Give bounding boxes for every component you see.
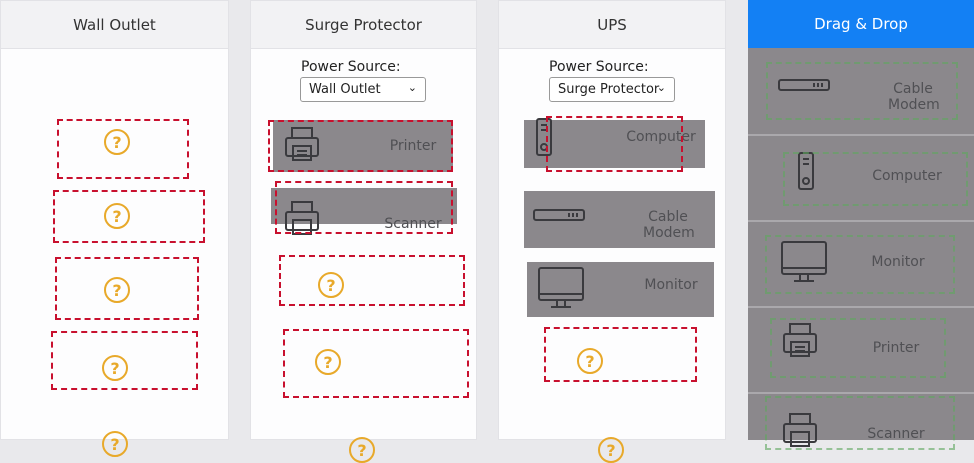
question-icon: ?	[598, 437, 624, 463]
separator	[748, 134, 974, 136]
drop-zone[interactable]	[283, 329, 469, 398]
column-header: Surge Protector	[251, 1, 476, 49]
computer-icon	[798, 152, 814, 190]
question-icon: ?	[104, 129, 130, 155]
drop-zone[interactable]	[268, 120, 453, 172]
drop-target	[783, 152, 968, 206]
power-source-select[interactable]: Wall Outlet ⌄	[300, 77, 426, 102]
question-icon: ?	[577, 348, 603, 374]
question-icon: ?	[104, 277, 130, 303]
scanner-icon	[285, 201, 319, 235]
printer-icon	[783, 323, 817, 357]
drop-zone[interactable]	[544, 327, 697, 382]
chevron-down-icon: ⌄	[656, 81, 666, 94]
question-icon: ?	[315, 349, 341, 375]
drop-zone[interactable]	[279, 255, 465, 306]
drop-target	[765, 235, 955, 294]
device-label: Computer	[872, 168, 942, 184]
drop-zone[interactable]	[53, 190, 205, 243]
drop-zone[interactable]	[55, 257, 199, 320]
chevron-down-icon: ⌄	[407, 81, 417, 94]
printer-icon	[285, 127, 319, 161]
question-icon: ?	[102, 431, 128, 457]
device-label: Printer	[872, 340, 920, 356]
device-label: Monitor	[871, 254, 925, 270]
power-source-select[interactable]: Surge Protector⌄	[549, 77, 675, 102]
power-source-label: Power Source:	[549, 59, 649, 75]
selected-value: Surge Protector	[558, 82, 660, 97]
separator	[748, 392, 974, 394]
column-header: Drag & Drop	[748, 0, 974, 48]
device-label: Scanner	[384, 216, 442, 232]
question-icon: ?	[104, 203, 130, 229]
drop-target	[765, 396, 955, 450]
selected-value: Wall Outlet	[309, 82, 381, 97]
drop-target	[770, 318, 946, 378]
question-icon: ?	[349, 437, 375, 463]
drop-zone[interactable]	[51, 331, 198, 390]
device-label: Scanner	[867, 426, 925, 442]
monitor-icon	[538, 267, 584, 308]
drop-zone[interactable]	[57, 119, 189, 179]
cable-modem-icon	[533, 209, 585, 221]
device-label: Printer	[389, 138, 437, 154]
power-source-label: Power Source:	[301, 59, 401, 75]
device-label: Computer	[626, 129, 696, 145]
device-label: Cable Modem	[888, 81, 940, 113]
question-icon: ?	[102, 355, 128, 381]
device-label: Cable Modem	[643, 209, 695, 241]
device-item-computer[interactable]	[524, 120, 705, 168]
drop-zone[interactable]	[275, 181, 453, 234]
column-header: UPS	[499, 1, 725, 49]
separator	[748, 220, 974, 222]
device-item-scanner[interactable]	[271, 188, 457, 224]
cable-modem-icon	[778, 79, 830, 91]
question-icon: ?	[318, 272, 344, 298]
column-header: Wall Outlet	[1, 1, 228, 49]
separator	[748, 306, 974, 308]
drop-zone[interactable]	[546, 116, 683, 172]
drop-target	[766, 62, 958, 120]
monitor-icon	[781, 241, 827, 282]
device-label: Monitor	[644, 277, 698, 293]
